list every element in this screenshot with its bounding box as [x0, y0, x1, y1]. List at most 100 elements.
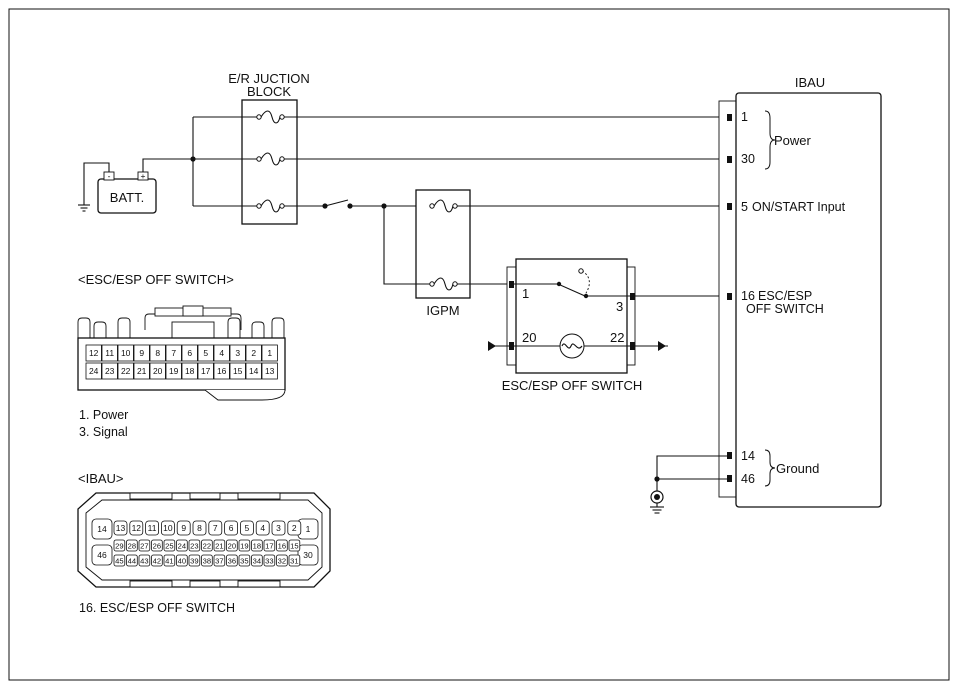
connector-pin: [229, 344, 246, 362]
connector-pin: [117, 362, 134, 380]
connector-pin-label: 24: [89, 366, 99, 376]
connector-pin-label: 21: [215, 542, 223, 551]
connector-pin: [251, 539, 263, 552]
ibau-pin-16-label-2: OFF SWITCH: [746, 302, 824, 316]
wire-to-igpm-fuse: [383, 206, 430, 285]
connector-pin: [239, 520, 254, 536]
connector-pin-label: 9: [181, 523, 186, 533]
connector-pin: [138, 554, 151, 567]
connector-pin: [213, 539, 226, 552]
switch-label: ESC/ESP OFF SWITCH: [502, 378, 643, 393]
igpm-label: IGPM: [426, 303, 459, 318]
svg-text:1: 1: [306, 524, 311, 534]
ibau-pin-46: 46: [741, 472, 755, 486]
frame-border: [8, 8, 950, 681]
connector-pin: [238, 554, 251, 567]
connector-pin: [101, 344, 118, 362]
connector-pin: [213, 554, 226, 567]
connector-pin: [288, 554, 301, 567]
connector-pin: [263, 539, 276, 552]
power-bracket-icon: [764, 110, 776, 170]
connector-pin-label: 22: [121, 366, 131, 376]
connector-pin: [149, 362, 166, 380]
ibau-pin-1: 1: [741, 110, 748, 124]
connector-pin-label: 17: [265, 542, 273, 551]
connector-pin: [151, 539, 163, 552]
connector-pin-label: 31: [290, 557, 298, 566]
connector-pin-label: 45: [115, 557, 123, 566]
ibau-connector-pin-46: [91, 544, 113, 566]
connector-pin: [276, 554, 288, 567]
connector-pin-label: 11: [105, 348, 114, 358]
connector-pin-label: 8: [155, 348, 160, 358]
connector-pin: [160, 520, 175, 536]
fuse-icon: [193, 199, 285, 213]
connector-pin-label: 7: [171, 348, 176, 358]
connector-pin: [151, 554, 163, 567]
switch-pin-3: 3: [616, 299, 623, 314]
connector-pin-label: 39: [190, 557, 198, 566]
connector-pin-label: 35: [240, 557, 248, 566]
connector-pin-label: 26: [153, 542, 161, 551]
ground-bracket-icon: [764, 449, 776, 487]
ibau-pin-14: 14: [741, 449, 755, 463]
connector-pin: [261, 344, 278, 362]
connector-pin: [101, 362, 118, 380]
connector-pin-label: 22: [203, 542, 211, 551]
connector-pin: [201, 539, 213, 552]
connector-pin: [113, 539, 126, 552]
connector-pin-label: 38: [203, 557, 211, 566]
connector-pin-label: 3: [276, 523, 281, 533]
connector-pin: [226, 539, 238, 552]
connector-pin-label: 16: [278, 542, 286, 551]
connector-pin-label: 11: [148, 523, 157, 533]
connector-pin-label: 34: [253, 557, 261, 566]
connector-pin: [176, 554, 188, 567]
connector-pin: [188, 539, 201, 552]
connector-pin: [271, 520, 286, 536]
connector-pin-label: 28: [128, 542, 136, 551]
connector-pin-label: 5: [245, 523, 250, 533]
chassis-ground-icon: [650, 490, 664, 514]
connector-pin-label: 37: [215, 557, 223, 566]
battery-positive-wire: [142, 158, 193, 172]
connector-pin-label: 6: [187, 348, 192, 358]
connector-pin-label: 13: [116, 523, 126, 533]
svg-text:14: 14: [97, 524, 107, 534]
ibau-title: IBAU: [795, 75, 825, 90]
connector-pin: [149, 344, 166, 362]
connector-pin: [229, 362, 246, 380]
junction-block-title-1: E/R JUCTION: [228, 71, 310, 86]
connector-pin: [181, 362, 198, 380]
switch-pin-1: 1: [522, 286, 529, 301]
connector-pin-label: 8: [197, 523, 202, 533]
connector-pin: [138, 539, 151, 552]
connector-pin-label: 18: [253, 542, 261, 551]
connector-pin-label: 41: [165, 557, 173, 566]
battery-positive-terminal: +: [141, 171, 146, 181]
connector-pin-label: 29: [115, 542, 123, 551]
fuse-icon: [429, 277, 458, 291]
connector-pin-label: 16: [217, 366, 227, 376]
connector-pin-label: 19: [169, 366, 179, 376]
connector-pin-label: 7: [213, 523, 218, 533]
connector-pin: [201, 554, 213, 567]
fuse-icon: [193, 152, 285, 166]
connector-pin-label: 10: [163, 523, 173, 533]
connector-pin: [188, 554, 201, 567]
connector-pin-label: 13: [265, 366, 275, 376]
connector-pin-label: 15: [233, 366, 243, 376]
connector-pin-label: 32: [278, 557, 286, 566]
ibau-box: [735, 92, 882, 508]
connector-pin: [251, 554, 263, 567]
battery-ground-icon: [78, 162, 110, 212]
connector-pin: [245, 344, 262, 362]
switch-pin-22: 22: [610, 330, 624, 345]
connector-pin: [129, 520, 144, 536]
connector-pin-label: 1: [267, 348, 272, 358]
connector-pin: [192, 520, 207, 536]
esc-connector-note-2: 3. Signal: [79, 425, 128, 439]
